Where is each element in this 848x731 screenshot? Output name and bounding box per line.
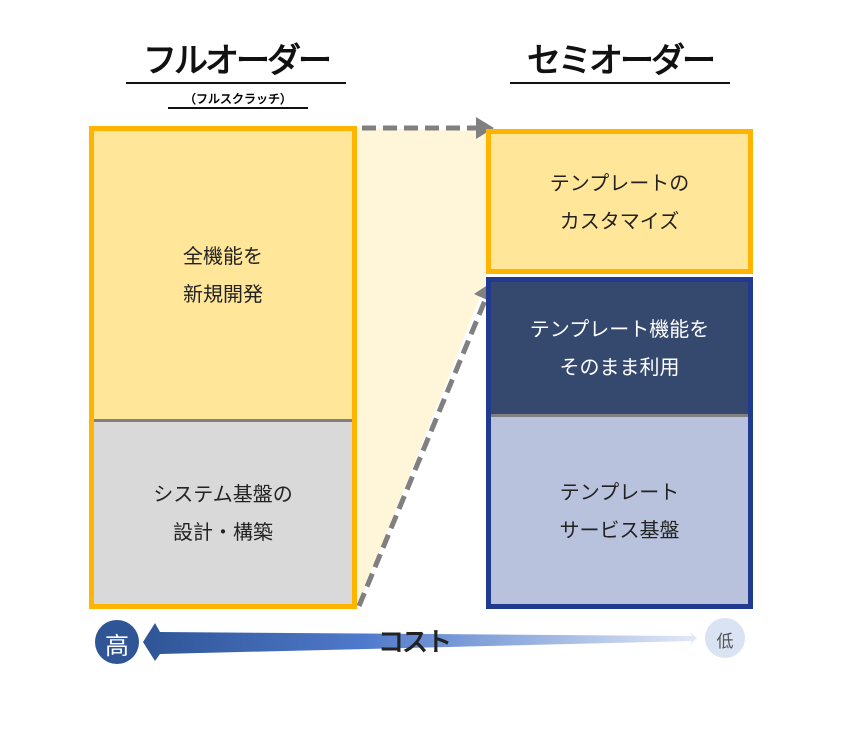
- system-infra-block: システム基盤の 設計・構築: [94, 422, 352, 604]
- template-service-block: テンプレート サービス基盤: [491, 417, 748, 604]
- template-features-block: テンプレート機能を そのまま利用: [491, 282, 748, 417]
- dashed-arrow-diagonal: [356, 297, 489, 607]
- low-cost-label: 低: [716, 632, 734, 652]
- transition-area: [357, 128, 486, 608]
- full-order-subtitle: （フルスクラッチ）: [168, 90, 308, 109]
- full-order-stack: 全機能を 新規開発 システム基盤の 設計・構築: [89, 126, 357, 609]
- semi-order-custom-stack: テンプレートの カスタマイズ: [486, 129, 753, 274]
- template-customize-block: テンプレートの カスタマイズ: [491, 134, 748, 269]
- high-cost-label: 高: [105, 632, 129, 660]
- low-cost-circle: [705, 618, 745, 658]
- full-order-title: フルオーダー: [126, 40, 346, 84]
- semi-order-title: セミオーダー: [510, 40, 730, 84]
- full-dev-block: 全機能を 新規開発: [94, 131, 352, 422]
- cost-arrow: [143, 623, 697, 661]
- arrowhead-top: [476, 117, 494, 139]
- high-cost-circle: [95, 620, 139, 664]
- semi-order-template-stack: テンプレート機能を そのまま利用 テンプレート サービス基盤: [486, 277, 753, 609]
- cost-label: コスト: [378, 628, 452, 658]
